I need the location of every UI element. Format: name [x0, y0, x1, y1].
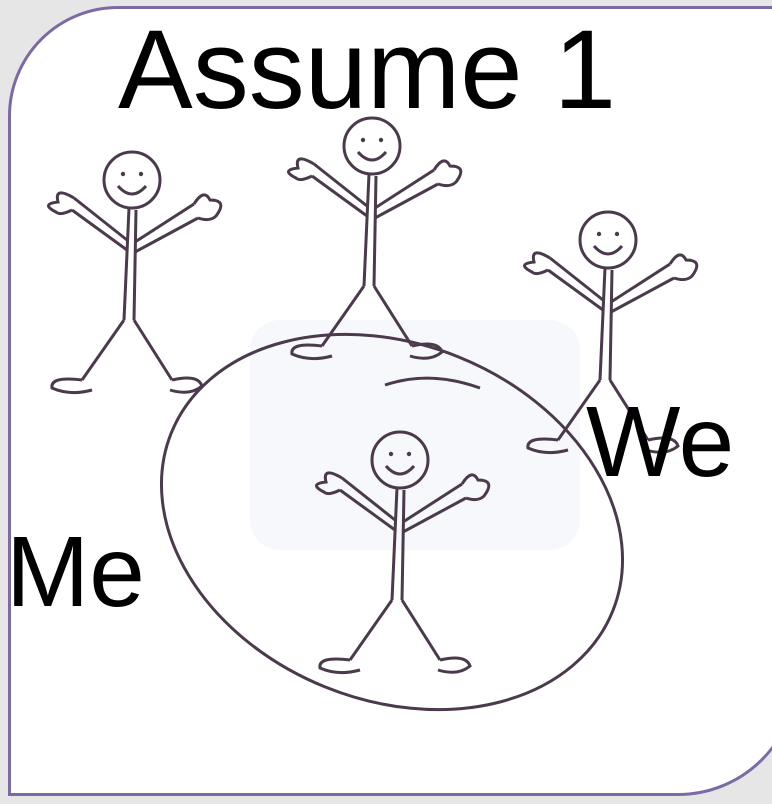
label-we: We: [586, 392, 734, 492]
slide-title: Assume 1: [118, 14, 616, 126]
label-me: Me: [6, 522, 145, 622]
stick-figure-top-left: [48, 152, 220, 393]
